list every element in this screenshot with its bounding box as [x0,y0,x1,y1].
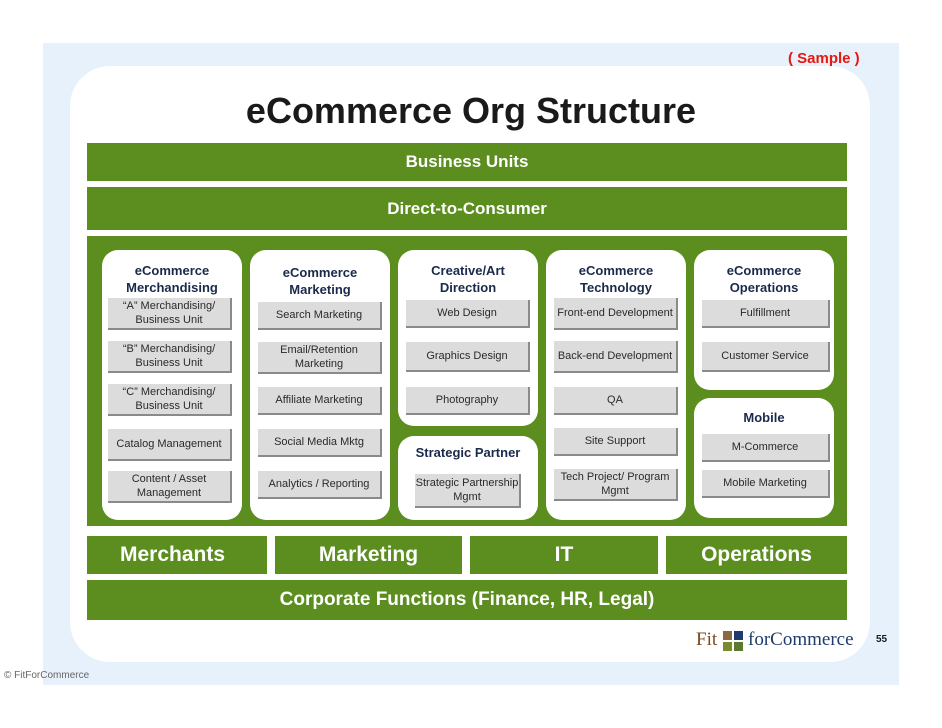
column-head-line: Direction [439,280,497,295]
logo-fit-text: Fit [696,629,718,650]
corporate-functions-band: Corporate Functions (Finance, HR, Legal) [87,580,847,620]
org-box: Social Media Mktg [258,429,382,457]
column-mobile: Mobile M-Commerce Mobile Marketing [694,398,834,518]
column-head-line: Marketing [289,282,351,297]
sample-label: ( Sample ) [788,50,860,67]
org-box: Search Marketing [258,302,382,330]
column-technology: eCommerce Technology Front-end Developme… [546,250,686,520]
column-head: eCommerce Operations [694,262,834,296]
org-box: Content / Asset Management [108,471,232,503]
column-head-line: eCommerce [726,263,802,278]
org-box: Catalog Management [108,429,232,461]
logo-square [723,631,732,640]
column-head-line: Operations [729,280,799,295]
logo-square [734,631,743,640]
mobile-head: Mobile [743,410,785,425]
column-head: Creative/Art Direction [398,262,538,296]
logo-square [734,642,743,651]
org-box: Front-end Development [554,298,678,330]
column-strategic-partner: Strategic Partner Strategic Partnership … [398,436,538,520]
column-head: eCommerce Technology [546,262,686,296]
org-box: “A” Merchandising/ Business Unit [108,298,232,330]
fitforcommerce-logo: Fit forCommerce [696,625,866,661]
function-operations: Operations [666,536,847,574]
org-box: “B” Merchandising/ Business Unit [108,341,232,373]
function-it: IT [470,536,658,574]
column-head-line: Technology [580,280,652,295]
column-head-line: eCommerce [578,263,654,278]
org-box: Graphics Design [406,342,530,372]
org-box: Fulfillment [702,300,830,328]
org-box: Site Support [554,428,678,456]
page-number: 55 [876,634,888,645]
page-title: eCommerce Org Structure [245,90,697,131]
column-head-line: Creative/Art [431,263,505,278]
org-box: M-Commerce [702,434,830,462]
column-marketing: eCommerce Marketing Search Marketing Ema… [250,250,390,520]
column-head: eCommerce Merchandising [102,262,242,296]
column-merchandising: eCommerce Merchandising “A” Merchandisin… [102,250,242,520]
column-head: eCommerce Marketing [250,264,390,298]
org-box: Tech Project/ Program Mgmt [554,469,678,501]
column-head-line: eCommerce [134,263,210,278]
direct-to-consumer-band: Direct-to-Consumer [87,187,847,230]
org-box: Customer Service [702,342,830,372]
logo-forcommerce-text: forCommerce [748,629,854,650]
org-box: “C” Merchandising/ Business Unit [108,384,232,416]
org-box: Mobile Marketing [702,470,830,498]
logo-square [723,642,732,651]
org-box: Strategic Partnership Mgmt [415,474,521,508]
column-operations: eCommerce Operations Fulfillment Custome… [694,250,834,390]
org-box: Photography [406,387,530,415]
org-box: Web Design [406,300,530,328]
copyright: © FitForCommerce [4,670,90,681]
business-unit-area: eCommerce Merchandising “A” Merchandisin… [87,236,847,526]
org-box: Analytics / Reporting [258,471,382,499]
column-creative: Creative/Art Direction Web Design Graphi… [398,250,538,426]
org-box: Back-end Development [554,341,678,373]
column-head-line: eCommerce [282,265,358,280]
org-box: Email/Retention Marketing [258,342,382,374]
org-box: QA [554,387,678,415]
org-box: Affiliate Marketing [258,387,382,415]
business-units-band: Business Units [87,143,847,181]
function-marketing: Marketing [275,536,462,574]
function-merchants: Merchants [87,536,267,574]
column-head-line: Merchandising [126,280,218,295]
strategic-partner-head: Strategic Partner [415,445,521,460]
